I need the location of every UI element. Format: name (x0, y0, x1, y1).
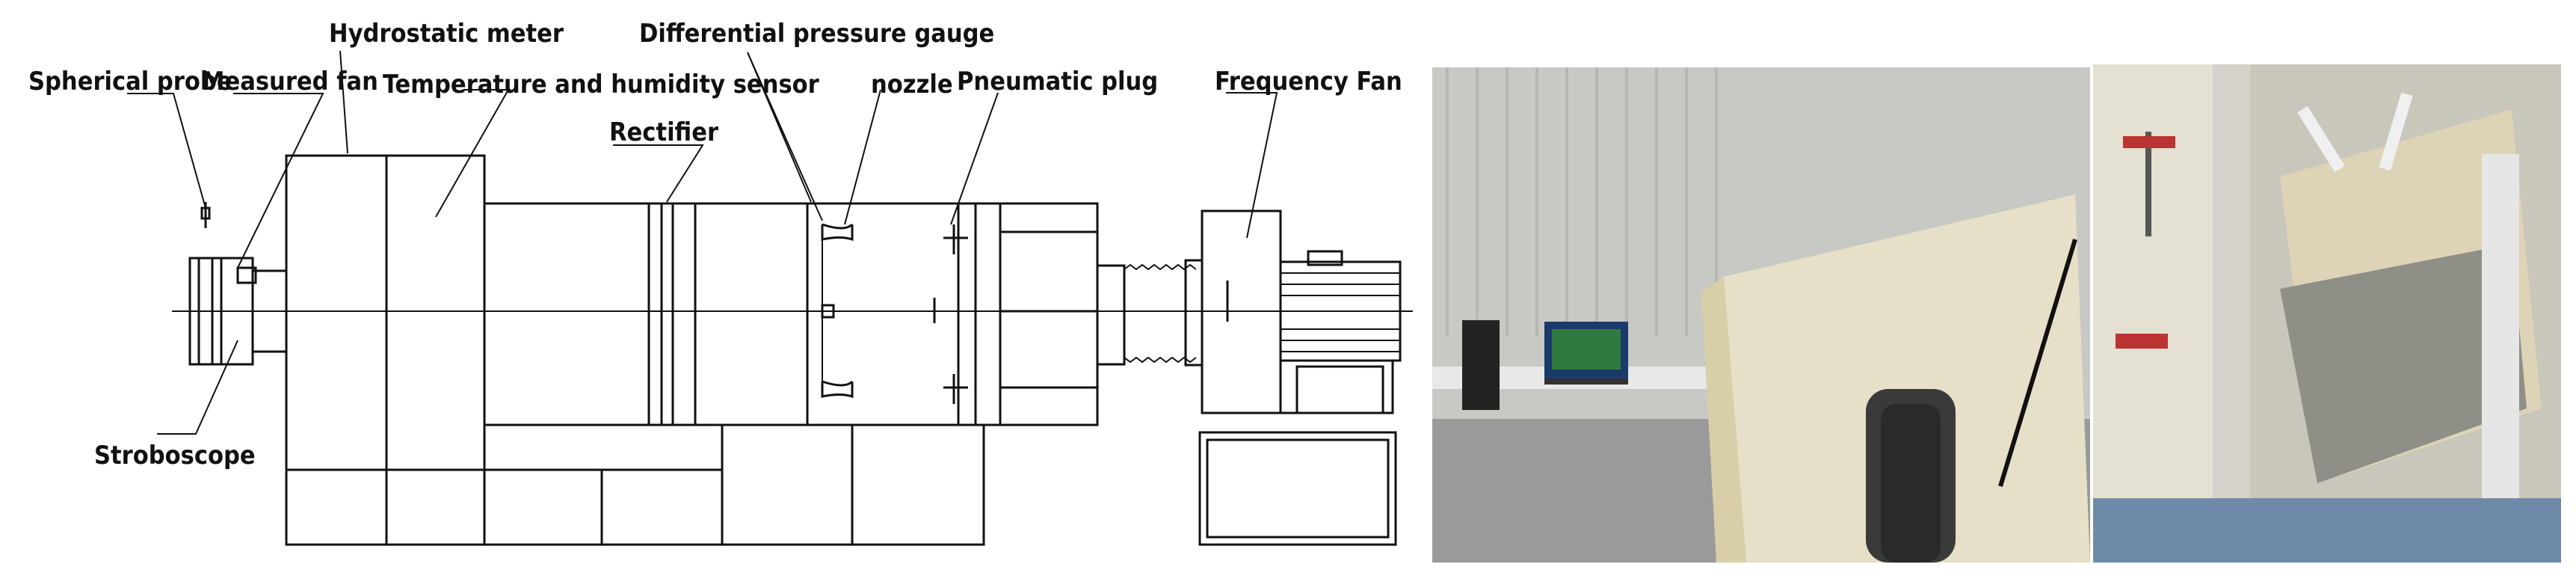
label-pneumatic-plug: Pneumatic plug (957, 67, 1158, 97)
nozzle-plate (821, 223, 854, 399)
measured-fan (188, 257, 288, 366)
support-frame (285, 423, 1397, 546)
lab-photo-test-chamber (1432, 67, 2090, 563)
frequency-fan (1201, 209, 1402, 414)
label-rectifier: Rectifier (609, 117, 719, 147)
leader-lines (127, 50, 1278, 435)
label-nozzle: nozzle (871, 70, 953, 99)
label-temperature-humidity-sensor: Temperature and humidity sensor (383, 70, 820, 99)
label-stroboscope: Stroboscope (94, 441, 256, 471)
label-spherical-probe: Spherical probe (28, 67, 232, 97)
lab-photo-fan-inlet (2093, 64, 2561, 563)
wind-tunnel-schematic: Spherical probe Measured fan Hydrostatic… (28, 19, 1413, 546)
label-frequency-fan: Frequency Fan (1215, 67, 1402, 97)
bellows-connector (1096, 259, 1204, 367)
label-measured-fan: Measured fan (202, 67, 378, 97)
label-hydrostatic-meter: Hydrostatic meter (329, 19, 564, 49)
main-duct (483, 202, 1099, 426)
settling-chamber (285, 154, 486, 471)
pneumatic-plugs (933, 224, 968, 404)
label-differential-pressure-gauge: Differential pressure gauge (639, 19, 994, 49)
